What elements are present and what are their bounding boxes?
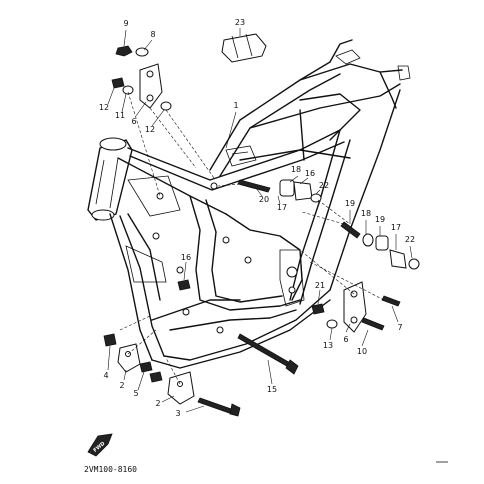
callout-17-right: 18 — [361, 209, 371, 218]
callout-13: 12 — [99, 103, 109, 112]
part-15-nut — [177, 279, 191, 291]
part-20-bolt — [237, 179, 271, 193]
main-frame — [87, 39, 411, 369]
part-18-collar-right — [375, 235, 389, 251]
callout-6-right: 6 — [343, 335, 348, 344]
part-5-bolt-a — [139, 361, 153, 373]
callout-20: 20 — [259, 195, 269, 204]
callout-11: 11 — [115, 111, 125, 120]
callout-18-right: 19 — [375, 215, 385, 224]
part-5-bolt-b — [149, 371, 163, 383]
callout-7: 7 — [397, 323, 402, 332]
callout-2-upper: 2 — [119, 381, 124, 390]
callout-10: 10 — [357, 347, 367, 356]
part-17-washer — [362, 233, 374, 247]
part-8-washer — [135, 47, 149, 57]
callout-14: 15 — [267, 385, 277, 394]
callout-18-upper: 18 — [291, 165, 301, 174]
callout-3: 3 — [175, 409, 180, 418]
callout-leaders — [107, 28, 413, 413]
callout-4: 4 — [103, 371, 108, 380]
callout-17-upper: 17 — [277, 203, 287, 212]
part-14-bolt — [237, 333, 293, 369]
callouts: 9 8 23 12 11 6 12 1 18 16 22 20 17 19 18… — [84, 18, 415, 474]
part-16-damper-right — [389, 249, 407, 269]
callout-12-upper: 12 — [145, 125, 155, 134]
callout-22-right: 22 — [405, 235, 415, 244]
callout-8: 8 — [150, 30, 155, 39]
part-23-damper — [221, 33, 267, 63]
part-2-bracket-upper — [117, 343, 141, 373]
callout-23: 23 — [235, 18, 245, 27]
callout-6-upper: 6 — [131, 117, 136, 126]
part-19-bolt — [340, 221, 361, 239]
part-22-washer-right — [408, 258, 420, 270]
callout-12-right: 13 — [323, 341, 333, 350]
callout-16-right: 17 — [391, 223, 401, 232]
part-6-bracket-right — [343, 281, 367, 333]
diagram-code: 2VM100-8160 — [84, 465, 137, 474]
callout-22-upper: 22 — [319, 181, 329, 190]
part-10-bolt — [361, 317, 385, 331]
part-9-nut — [115, 45, 133, 57]
callout-15: 16 — [181, 253, 191, 262]
fwd-arrow-icon: FWD — [87, 433, 113, 457]
parts: FWD — [87, 33, 448, 463]
part-18-collar — [279, 179, 295, 197]
part-2-bracket-lower — [167, 371, 195, 405]
callout-9: 9 — [123, 19, 128, 28]
part-21-nut — [311, 303, 325, 315]
callout-1: 1 — [233, 101, 238, 110]
part-12-washer-right — [326, 319, 338, 329]
part-11-washer — [122, 85, 134, 95]
callout-5: 5 — [133, 389, 138, 398]
callout-2-lower: 2 — [155, 399, 160, 408]
callout-16-upper: 16 — [305, 169, 315, 178]
callout-21: 21 — [315, 281, 325, 290]
part-6-bracket — [139, 63, 163, 109]
part-12-washer — [160, 101, 172, 111]
part-7-bolt — [381, 295, 401, 307]
part-4-nut — [103, 333, 117, 347]
part-13-nut — [111, 77, 125, 89]
callout-19: 19 — [345, 199, 355, 208]
part-16-damper — [293, 181, 313, 201]
